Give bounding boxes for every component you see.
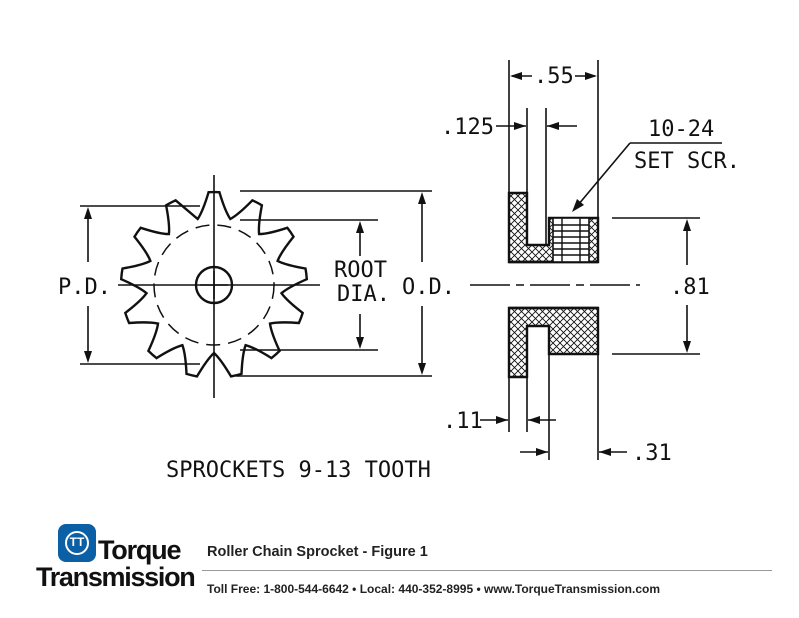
tooth-label: .11 — [443, 409, 483, 434]
len-arrow-right — [585, 72, 597, 80]
flange-label: .125 — [441, 115, 494, 140]
front-view: P.D. ROOT DIA. O.D. — [58, 175, 455, 398]
logo-word-transmission: Transmission — [36, 562, 196, 592]
flange-arrow-right — [547, 122, 559, 130]
drawing-caption: SPROCKETS 9-13 TOOTH — [166, 458, 431, 483]
hub-label: .81 — [670, 275, 710, 300]
footer-divider — [202, 570, 772, 571]
od-arrow-bottom — [418, 363, 426, 375]
root-arrow-bottom — [356, 337, 364, 349]
figure-title: Roller Chain Sprocket - Figure 1 — [207, 544, 428, 560]
hub-arrow-bottom — [683, 341, 691, 353]
logo-mark: TT — [65, 531, 89, 555]
setscrew-leader-arrow — [572, 199, 584, 212]
sprocket-outline — [119, 190, 309, 378]
contact-info: Toll Free: 1-800-544-6642 • Local: 440-3… — [207, 582, 661, 596]
offset-arrow-right — [599, 448, 611, 456]
pd-arrow-top — [84, 207, 92, 219]
setscrew-label-line2: SET SCR. — [634, 149, 740, 174]
flange-arrow-left — [514, 122, 526, 130]
offset-label: .31 — [632, 441, 672, 466]
pd-label: P.D. — [58, 275, 111, 300]
tooth-arrow-left — [496, 416, 508, 424]
len-label: .55 — [534, 64, 574, 89]
od-label: O.D. — [402, 275, 455, 300]
len-arrow-left — [510, 72, 522, 80]
root-label-line1: ROOT — [334, 258, 387, 283]
root-label-line2: DIA. — [337, 282, 390, 307]
tooth-arrow-right — [528, 416, 540, 424]
root-arrow-top — [356, 221, 364, 233]
section-hatch-bottom — [507, 306, 600, 379]
logo-badge-icon: TT — [58, 524, 96, 562]
logo-word-torque: Torque — [98, 535, 182, 565]
od-arrow-top — [418, 192, 426, 204]
setscrew-leader-line — [577, 142, 631, 206]
side-view: .55 .125 10-24 SET SCR. .81 .11 — [441, 60, 740, 466]
setscrew-label-line1: 10-24 — [648, 117, 714, 142]
set-screw-threads — [553, 218, 589, 262]
offset-arrow-left — [536, 448, 548, 456]
torque-transmission-logo: TT Torque Transmission — [36, 524, 196, 596]
pd-arrow-bottom — [84, 351, 92, 363]
hub-arrow-top — [683, 219, 691, 231]
